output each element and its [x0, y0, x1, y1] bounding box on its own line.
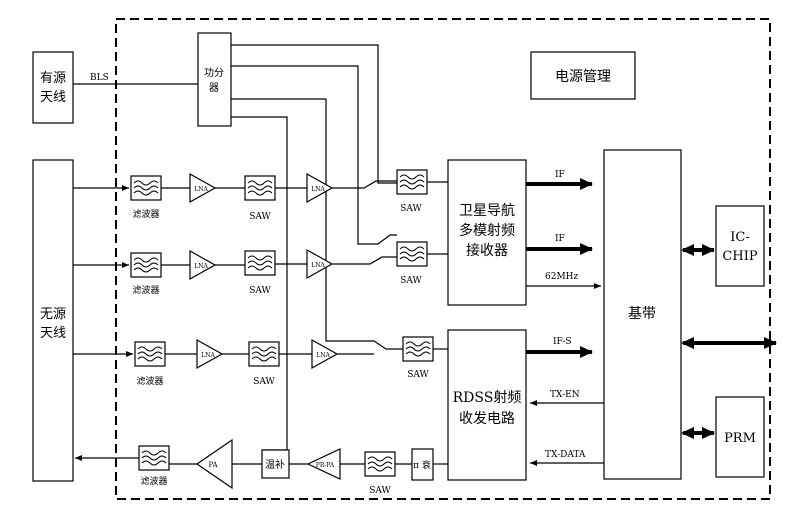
attenuator-label: π 衰 — [413, 459, 431, 471]
filter-icon-4 — [138, 445, 170, 471]
ic-chip-box — [715, 205, 765, 287]
nav-receiver-label-2: 多模射频 — [459, 222, 515, 239]
lna-1 — [189, 172, 217, 204]
saw-label-7: SAW — [369, 486, 391, 496]
power-management-label: 电源管理 — [555, 69, 611, 85]
lna-label-6: LNA — [316, 352, 330, 359]
tx-data-label: TX-DATA — [545, 450, 586, 460]
lna-label-2: LNA — [311, 186, 325, 193]
pa-amp — [195, 438, 233, 490]
filter-label-1: 滤波器 — [132, 208, 159, 220]
lna-5 — [196, 338, 224, 370]
filter-label-2: 滤波器 — [132, 284, 159, 296]
pr-pa-label: PR-PA — [316, 462, 335, 469]
mhz62-label: 62MHz — [545, 272, 579, 282]
lna-label-3: LNA — [194, 263, 208, 270]
lna-label-5: LNA — [201, 352, 215, 359]
prm-box — [715, 396, 765, 478]
saw-label-1: SAW — [249, 212, 271, 222]
lna-label-4: LNA — [311, 262, 325, 269]
nav-receiver-label-1: 卫星导航 — [459, 203, 515, 219]
saw-icon-5 — [248, 341, 280, 367]
saw-label-4: SAW — [400, 276, 422, 286]
active-antenna-label-1: 有源 — [40, 71, 66, 86]
saw-icon-7 — [364, 451, 396, 477]
splitter-box — [197, 32, 232, 127]
lna-6 — [311, 338, 339, 370]
nav-receiver-label-3: 接收器 — [466, 242, 508, 259]
nav-receiver-box — [447, 159, 527, 306]
baseband-box — [603, 149, 682, 480]
prm-label: PRM — [724, 431, 756, 446]
filter-label-3: 滤波器 — [136, 375, 163, 387]
saw-label-3: SAW — [249, 286, 271, 296]
filter-icon-3 — [134, 341, 166, 367]
rdss-label-1: RDSS射频 — [453, 390, 522, 406]
pr-pa-amp — [306, 448, 341, 480]
splitter-label-1: 功分 — [204, 67, 224, 79]
ic-chip-label-1: IC- — [730, 230, 749, 245]
saw-label-6: SAW — [407, 370, 429, 380]
saw-label-2: SAW — [400, 204, 422, 214]
temp-comp-label: 温补 — [265, 458, 285, 471]
if-s-label: IF-S — [553, 337, 572, 347]
lna-2 — [306, 172, 334, 204]
active-antenna-label-2: 天线 — [40, 90, 66, 105]
power-management-box — [530, 51, 636, 100]
lna-4 — [306, 248, 334, 280]
filter-icon-1 — [130, 175, 162, 201]
saw-label-5: SAW — [253, 377, 275, 387]
saw-icon-4 — [396, 241, 428, 267]
baseband-label: 基带 — [628, 305, 656, 322]
rdss-box — [447, 329, 527, 481]
bls-label: BLS — [90, 73, 109, 83]
passive-antenna-label-2: 天线 — [40, 326, 66, 341]
filter-label-4: 滤波器 — [140, 475, 167, 487]
if-label-1: IF — [555, 170, 565, 180]
pa-label: PA — [208, 461, 218, 469]
filter-icon-2 — [130, 252, 162, 278]
saw-icon-2 — [396, 169, 428, 195]
saw-icon-1 — [244, 175, 276, 201]
ic-chip-label-2: CHIP — [722, 249, 757, 264]
rdss-label-2: 收发电路 — [459, 411, 515, 427]
lna-3 — [189, 249, 217, 281]
passive-antenna-box — [32, 159, 74, 482]
saw-icon-3 — [244, 250, 276, 276]
saw-icon-6 — [402, 336, 434, 362]
active-antenna-box — [32, 51, 74, 124]
splitter-label-2: 器 — [209, 82, 219, 94]
tx-en-label: TX-EN — [550, 390, 580, 400]
module-boundary — [115, 18, 771, 500]
lna-label-1: LNA — [194, 186, 208, 193]
passive-antenna-label-1: 无源 — [40, 307, 66, 322]
if-label-2: IF — [555, 234, 565, 244]
